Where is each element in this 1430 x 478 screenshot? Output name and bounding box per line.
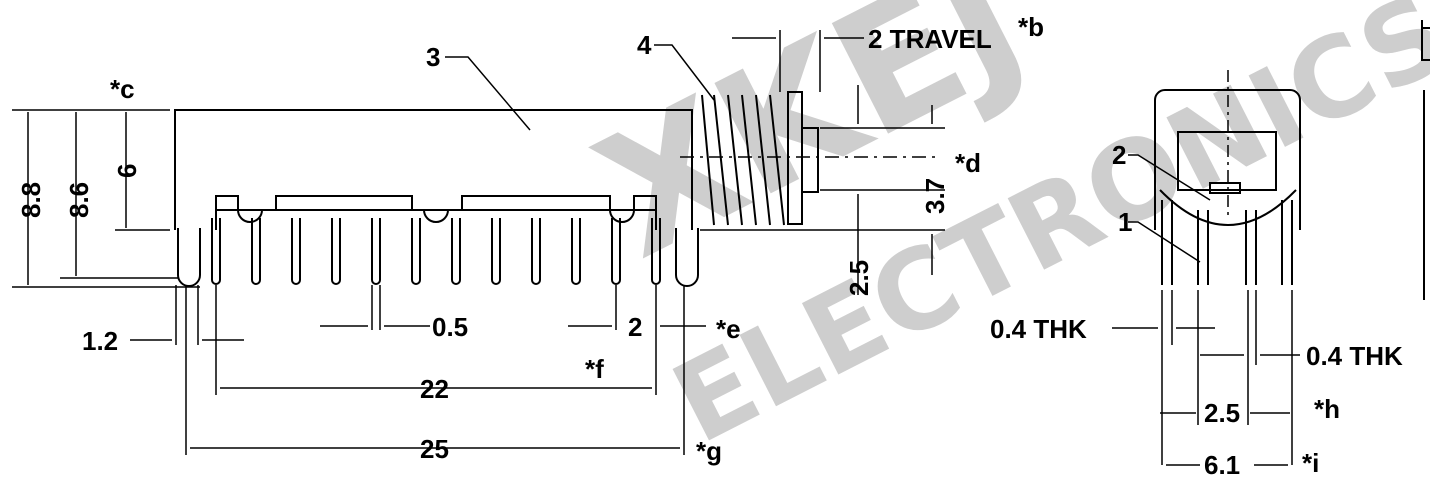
labels: 3 4 2 1 *c *b *d *e *f *g *h *i 8.8 8.6 … <box>16 12 1403 478</box>
dim-3-7: 3.7 <box>920 178 950 214</box>
right-tab <box>675 228 699 287</box>
callout-3: 3 <box>426 42 440 72</box>
dim-2-5-w: 2.5 <box>1204 398 1240 428</box>
dim-0-5: 0.5 <box>432 312 468 342</box>
note-c: *c <box>110 74 135 104</box>
note-e: *e <box>716 314 741 344</box>
note-d: *d <box>955 148 981 178</box>
side-pin <box>1197 210 1209 285</box>
side-pin <box>1161 200 1173 285</box>
pin <box>571 218 581 285</box>
pin <box>611 218 621 285</box>
pin <box>411 218 421 285</box>
side-pin <box>1245 210 1257 285</box>
pin <box>491 218 501 285</box>
dim-6-1: 6.1 <box>1204 450 1240 478</box>
spring-actuator <box>680 91 940 226</box>
front-view <box>174 91 940 287</box>
pin <box>211 218 221 285</box>
note-b: *b <box>1018 12 1044 42</box>
side-view <box>1154 20 1430 300</box>
spring <box>701 94 785 226</box>
note-f: *f <box>585 354 604 384</box>
base-rail <box>215 195 657 230</box>
pin <box>451 218 461 285</box>
left-tab <box>177 228 201 287</box>
callout-2: 2 <box>1112 140 1126 170</box>
housing-outline <box>174 109 693 230</box>
side-view-2 <box>1421 20 1430 300</box>
callout-4: 4 <box>637 30 652 60</box>
callout-1: 1 <box>1118 207 1132 237</box>
dim-1-2: 1.2 <box>82 326 118 356</box>
dim-travel: 2 TRAVEL <box>868 24 992 54</box>
pin <box>651 218 661 285</box>
pins <box>211 218 661 285</box>
side-arc <box>1159 189 1297 226</box>
dim-22: 22 <box>420 374 449 404</box>
dimension-lines <box>12 30 945 455</box>
side-contact <box>1209 182 1241 194</box>
dim-2: 2 <box>628 312 642 342</box>
note-i: *i <box>1302 448 1319 478</box>
side-pin <box>1281 200 1293 285</box>
pin <box>371 218 381 285</box>
dim-8-6: 8.6 <box>64 182 94 218</box>
side-slider <box>1177 131 1277 191</box>
dim-6: 6 <box>112 164 142 178</box>
note-g: *g <box>696 436 722 466</box>
pin <box>251 218 261 285</box>
pin <box>531 218 541 285</box>
dim-0-4-thk-right: 0.4 THK <box>1306 341 1403 371</box>
dim-8-8: 8.8 <box>16 182 46 218</box>
dim-25: 25 <box>420 434 449 464</box>
note-h: *h <box>1314 394 1340 424</box>
dim-2-5-v: 2.5 <box>844 260 874 296</box>
actuator-stem <box>801 127 819 193</box>
pin <box>291 218 301 285</box>
side-dimensions <box>1112 154 1300 466</box>
dim-0-4-thk-left: 0.4 THK <box>990 314 1087 344</box>
pin <box>331 218 341 285</box>
